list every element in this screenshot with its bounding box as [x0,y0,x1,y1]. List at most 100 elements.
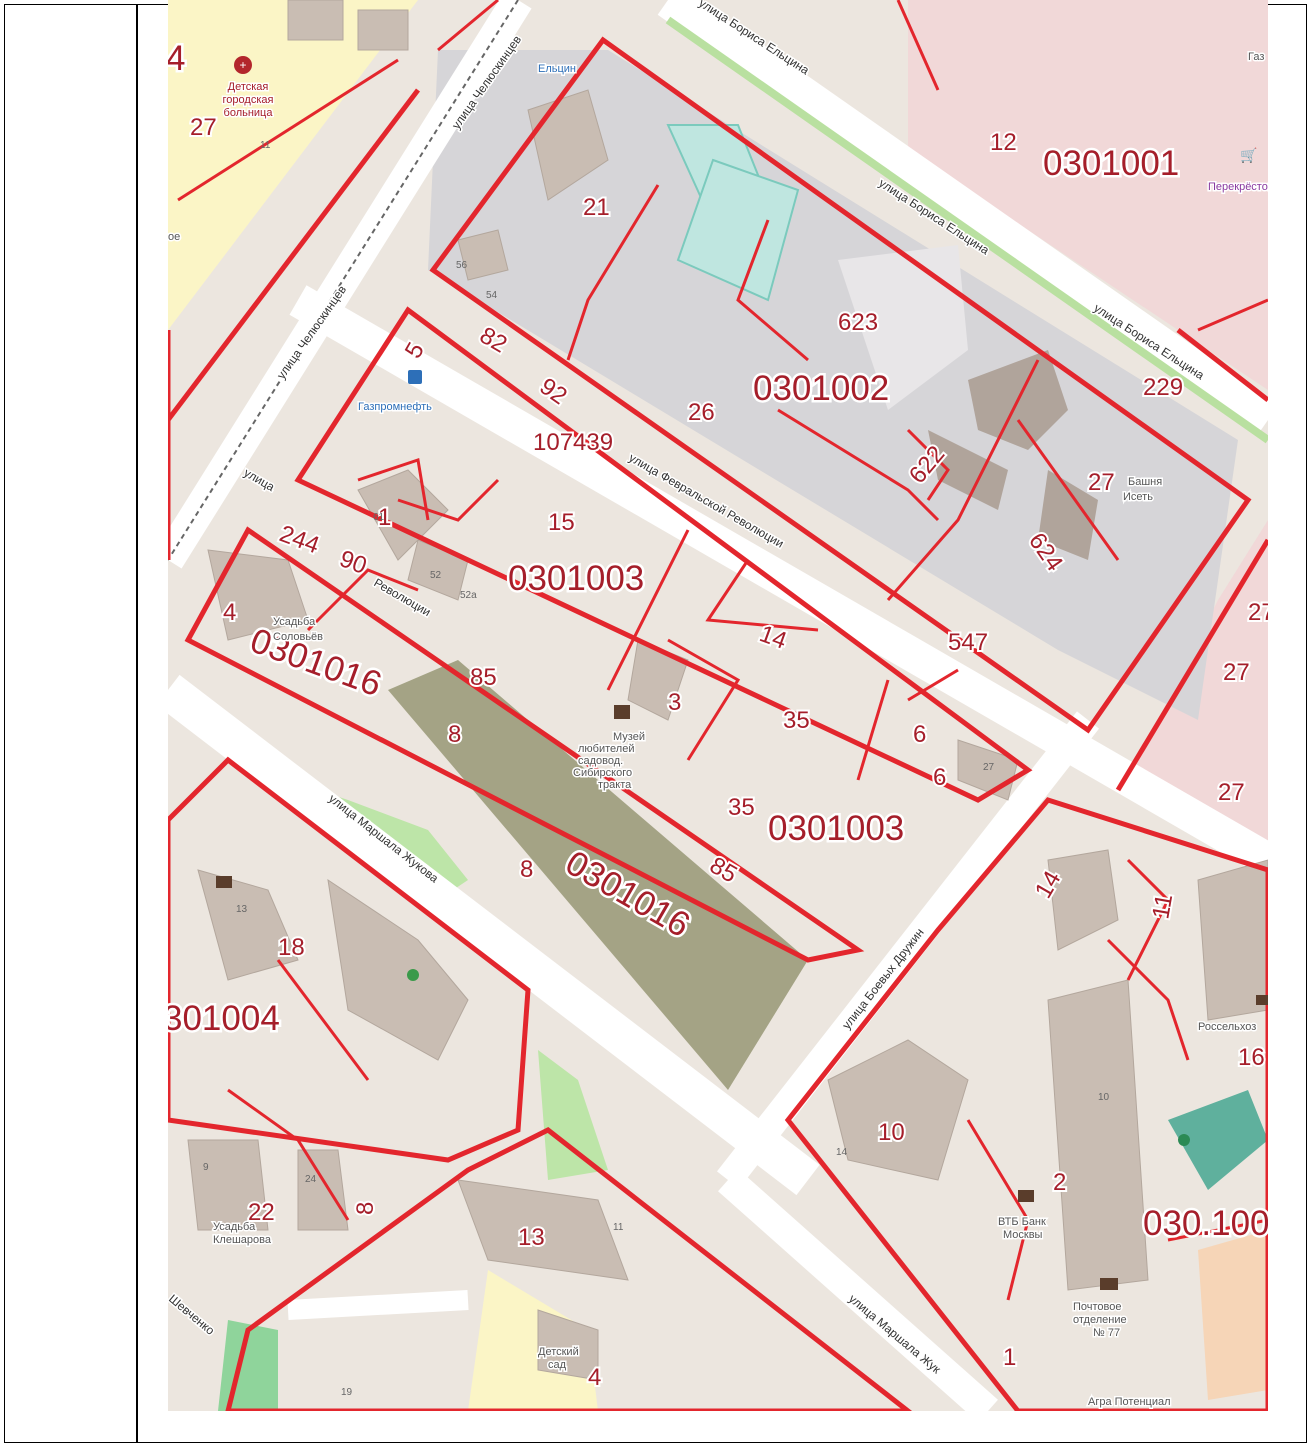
parcel-boundary-line [705,559,819,632]
road-green-median [665,16,1268,444]
building [297,1149,349,1231]
pool-area-2 [676,158,800,302]
parcel-boundary-line [896,0,940,91]
building [287,0,344,41]
poi-label-metro: Ельцин [538,63,576,75]
parcel-number: 13 [518,1224,545,1251]
poi-label: Почтовое [1073,1301,1122,1313]
parcel-boundary-line [1016,419,1120,561]
parcel-boundary-line [1197,298,1268,332]
building [1047,979,1149,1291]
museum-icon[interactable] [614,705,630,719]
building [1047,849,1119,951]
building [827,1039,969,1181]
poi-label: ое [168,231,180,243]
poi-label: № 77 [1093,1327,1120,1339]
poi-label: Агра Потенциал [1088,1396,1171,1408]
hospital-area [168,0,418,330]
hospital-icon[interactable] [234,56,252,74]
parcel-number: 27 [1223,659,1250,686]
parcel-number: 27 [1218,779,1245,806]
parcel-boundary-line [1126,858,1170,981]
parcel-number: 6 [913,721,926,748]
parcel-boundary-line [1115,538,1268,792]
house-number: 11 [260,140,271,151]
house-number: 11 [613,1222,624,1233]
fuel-station-icon[interactable] [408,370,422,384]
parcel-boundary-bottom [225,1127,913,1411]
parcel-number: 12 [990,129,1017,156]
shopping-cart-icon[interactable]: 🛒 [1240,147,1257,164]
poi-label: Россельхоз [1198,1021,1256,1033]
poi-label: любителей [578,743,634,755]
map-canvas: 0301001 0301002 0301003 0301003 0301016 … [168,0,1268,1411]
road-boevykh-druzhin [716,711,1100,1189]
parcel-boundary-line [276,959,370,1081]
parcel-boundary-line [966,1119,1030,1301]
parcel-boundary-line [906,428,950,501]
parcel-boundary-line [886,359,1040,601]
park-icon[interactable] [1178,1134,1190,1146]
park-strip [388,660,808,1090]
parcel-boundary-line [1167,1218,1268,1242]
green-strip-2 [538,1050,608,1180]
parcel-boundary-line [437,0,499,52]
building [457,1179,629,1281]
park-right [1168,1090,1268,1190]
parcel-number: 4 [223,599,236,626]
road-fevralskoy-revolyutsii [289,285,1268,875]
poi-label: сад [548,1359,567,1371]
poi-label: больница [224,107,274,119]
parcel-boundary-line [227,1088,350,1221]
building [197,869,299,981]
poi-label: Сибирского [573,767,632,779]
cadastral-quarter-label: 0301003 [768,809,904,848]
poi-label: Соловьёв [273,631,323,643]
poi-label: Газпромнефть [358,401,432,413]
parcel-boundary-0301004 [168,756,531,1163]
bank-icon[interactable] [1018,1190,1034,1202]
parcel-number: 547 [948,629,988,656]
road-boris-yeltsin [657,0,1268,435]
parcel-number-partial: 4 [168,39,185,78]
poi-label: Москвы [1003,1229,1043,1241]
parcel-boundary-line [1176,328,1268,402]
parcel-number: 1 [1003,1344,1016,1371]
cadastral-map[interactable]: 0301001 0301002 0301003 0301003 0301016 … [168,0,1268,1411]
cadastral-quarter-label: 301004 [168,999,280,1038]
cadastral-quarter-label: 0301001 [1043,144,1179,183]
house-number: 9 [203,1162,209,1173]
parcel-number: 27 [190,114,217,141]
parcel-boundary-line [306,568,419,632]
sport-icon[interactable] [407,969,419,981]
house-number: 61 [373,512,385,523]
mail-icon[interactable] [1100,1278,1118,1290]
house-number: 10 [1098,1092,1110,1103]
road-marshala-zhukova-2 [718,1168,998,1411]
poi-label: садовод. [578,755,623,767]
poi-label: Усадьба [273,616,316,628]
parcel-boundary-line [856,679,890,781]
hospital-icon-glyph: + [239,58,246,72]
table-column-divider [136,5,138,1442]
parcel-number: 107439 [533,429,613,456]
poi-label: Исеть [1123,491,1153,503]
parcel-number: 27 [1248,599,1268,626]
parcel-boundary-line [907,668,959,702]
house-number: 13 [236,904,248,915]
house-number: 54 [486,290,498,301]
parcel-number: 3 [668,689,681,716]
poi-label: ВТБ Банк [998,1216,1046,1228]
quarter-0301002-fill [428,50,1238,720]
bank-icon[interactable] [1256,995,1268,1005]
building [357,9,409,51]
parcel-number: 35 [783,707,810,734]
camera-icon[interactable] [216,876,232,888]
parcel-boundary-line [1106,938,1190,1061]
parcel-number: 27 [1088,469,1115,496]
cadastral-quarter-label: 030.100 [1143,1204,1268,1243]
parcel-number: 623 [838,309,878,336]
parcel-boundary-0301002 [429,36,1252,734]
parcel-number: 26 [688,399,715,426]
poi-label: Детский [538,1346,579,1358]
